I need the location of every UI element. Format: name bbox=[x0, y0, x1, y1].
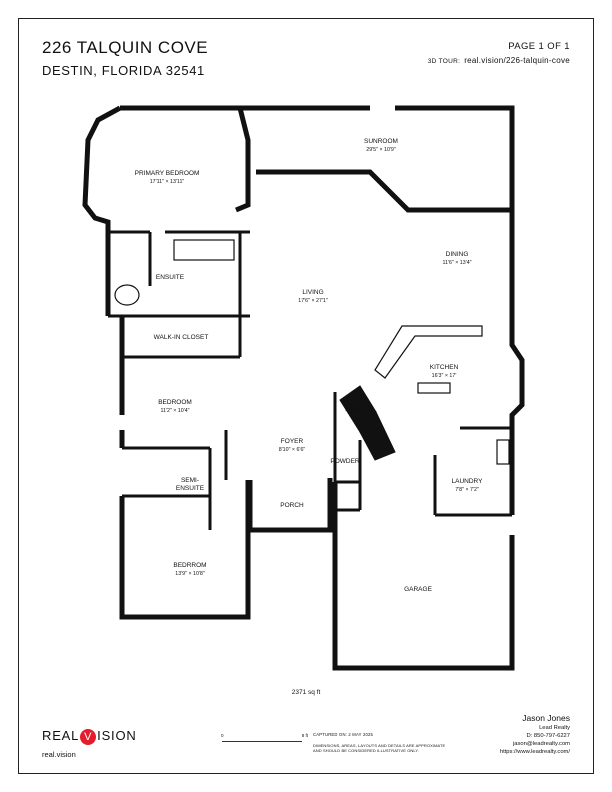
room-dining-name: DINING bbox=[446, 251, 469, 258]
agent-website[interactable]: https://www.leadrealty.com/ bbox=[499, 749, 570, 755]
tour-link-line: 3D TOUR:real.vision/226-talquin-cove bbox=[428, 56, 570, 65]
room-pantry-name: PANTRY bbox=[345, 406, 371, 413]
room-laundry-dims: 7'8" × 7'2" bbox=[455, 487, 479, 493]
room-primary-bedroom-name: PRIMARY BEDROOM bbox=[135, 170, 200, 177]
captured-date: CAPTURED ON: 2 MAY 2025 bbox=[313, 732, 374, 737]
room-laundry-name: LAUNDRY bbox=[452, 478, 484, 485]
room-sunroom-name: SUNROOM bbox=[364, 138, 398, 145]
address-line-1: 226 TALQUIN COVE bbox=[42, 38, 209, 57]
agent-phone[interactable]: D: 850-797-6227 bbox=[526, 733, 570, 739]
page-number: PAGE 1 OF 1 bbox=[508, 41, 570, 52]
tour-label: 3D TOUR: bbox=[427, 58, 461, 65]
room-kitchen-dims: 16'3" × 17' bbox=[432, 373, 457, 379]
interior-walls bbox=[108, 230, 512, 530]
address-line-2: DESTIN, FLORIDA 32541 bbox=[42, 63, 205, 78]
pantry-block bbox=[339, 385, 396, 461]
page-frame bbox=[18, 18, 594, 774]
logo-text-left: REAL bbox=[42, 728, 80, 743]
room-ensuite-name: ENSUITE bbox=[156, 274, 185, 281]
room-foyer-name: FOYER bbox=[281, 438, 304, 445]
agent-name: Jason Jones bbox=[522, 713, 570, 723]
room-kitchen-name: KITCHEN bbox=[430, 364, 459, 371]
room-sunroom-dims: 29'5" × 10'9" bbox=[366, 147, 396, 153]
room-bedrrom-dims: 13'9" × 10'8" bbox=[175, 571, 205, 577]
total-area: 2371 sq ft bbox=[291, 689, 321, 696]
agent-email[interactable]: jason@leadrealty.com bbox=[512, 741, 570, 747]
scale-start: 0 bbox=[221, 733, 224, 738]
room-foyer-dims: 8'10" × 6'6" bbox=[279, 447, 306, 453]
logo-text-right: ISION bbox=[97, 728, 137, 743]
room-bedroom-dims: 11'2" × 10'4" bbox=[160, 408, 189, 414]
agent-contact: Jason Jones Lead Realty D: 850-797-6227 … bbox=[500, 713, 570, 755]
scale-line bbox=[222, 741, 302, 742]
room-dining-dims: 11'6" × 13'4" bbox=[442, 260, 471, 266]
room-powder-name: POWDER bbox=[330, 458, 360, 465]
room-semi-ensuite-name: SEMI- bbox=[181, 477, 199, 484]
room-walk-in-closet-name: WALK-IN CLOSET bbox=[154, 334, 209, 341]
room-primary-bedroom-dims: 17'11" × 13'11" bbox=[150, 179, 185, 185]
room-bedrrom-name: BEDRROM bbox=[173, 562, 206, 569]
logo-site[interactable]: real.vision bbox=[42, 750, 76, 759]
disclaimer: DIMENSIONS, AREAS, LAYOUTS AND DETAILS A… bbox=[313, 743, 453, 753]
scale-bar: 0 8 ft bbox=[221, 733, 308, 745]
scale-end: 8 ft bbox=[301, 733, 308, 738]
tour-url[interactable]: real.vision/226-talquin-cove bbox=[464, 56, 570, 65]
disclaimer-line-2: AND SHOULD BE CONSIDERED ILLUSTRATIVE ON… bbox=[313, 748, 419, 753]
room-porch-name: PORCH bbox=[280, 502, 304, 509]
room-living-dims: 17'6" × 27'1" bbox=[298, 298, 328, 304]
exterior-walls bbox=[82, 105, 525, 671]
kitchen-counters bbox=[114, 239, 510, 465]
agent-company: Lead Realty bbox=[539, 725, 570, 731]
logo-mark: V bbox=[80, 729, 97, 745]
room-garage-name: GARAGE bbox=[404, 586, 432, 593]
room-semi-ensuite-name-2: ENSUITE bbox=[176, 485, 205, 492]
disclaimer-line-1: DIMENSIONS, AREAS, LAYOUTS AND DETAILS A… bbox=[313, 743, 446, 748]
room-bedroom-name: BEDROOM bbox=[158, 399, 192, 406]
room-living-name: LIVING bbox=[302, 289, 323, 296]
